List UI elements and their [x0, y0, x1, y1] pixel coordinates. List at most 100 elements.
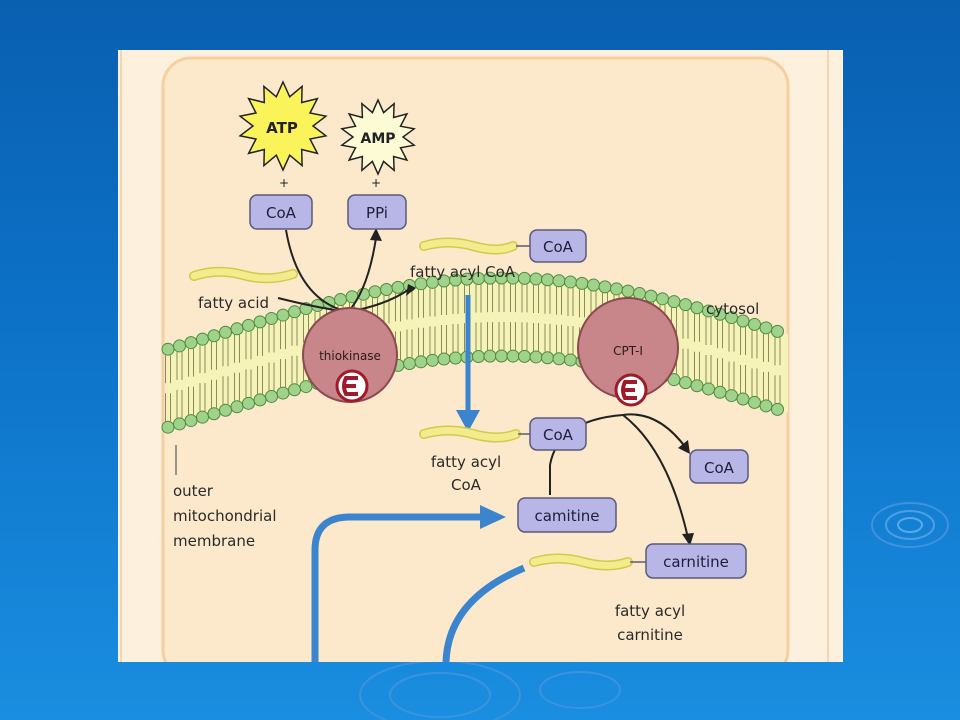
lipid-head	[253, 393, 267, 407]
lipid-head	[253, 315, 267, 329]
atp-label: ATP	[266, 119, 298, 137]
lipid-head	[449, 351, 462, 365]
lipid-head	[736, 392, 750, 406]
lipid-head	[219, 325, 232, 339]
lipid-head	[288, 383, 301, 397]
lipid-head	[184, 336, 198, 350]
lipid-head	[748, 395, 761, 409]
ripple-decoration-right	[871, 502, 949, 548]
lipid-head	[518, 349, 531, 363]
blue-arrow-carnitine-in-head	[480, 505, 506, 529]
cytosol-label: cytosol	[706, 300, 759, 318]
blue-arrow-carnitine-in	[311, 513, 483, 662]
diagram-frame: ATP AMP + + CoA PPi fatty acid CoA fatty…	[118, 50, 843, 662]
amp-label: AMP	[360, 131, 395, 147]
fatty-acyl-carnitine-label-1: fatty acyl	[615, 602, 685, 620]
coa-released-label: CoA	[704, 459, 735, 477]
lipid-head	[529, 350, 543, 364]
fatty-acyl-carnitine-label-2: carnitine	[617, 626, 683, 644]
lipid-head	[759, 399, 773, 413]
lipid-head	[644, 289, 658, 303]
lipid-head	[529, 272, 543, 286]
coa-box-released: CoA	[689, 449, 749, 484]
coa-box-mid: CoA	[529, 417, 587, 451]
lipid-head	[552, 274, 566, 288]
cpt1-enzyme: CPT-I	[577, 297, 679, 407]
outer-membrane-label-1: outer	[173, 482, 214, 500]
lipid-head	[380, 282, 393, 296]
cpt1-to-coa-arrow	[622, 413, 687, 449]
lipid-head	[265, 389, 278, 403]
lipid-head	[748, 317, 761, 331]
plus-sign-atp: +	[279, 176, 289, 190]
lipid-head	[299, 380, 313, 394]
lipid-head	[161, 420, 175, 434]
lipid-head	[230, 400, 244, 414]
lipid-head	[575, 276, 589, 290]
lipid-head	[368, 285, 382, 299]
lipid-head	[437, 352, 451, 366]
lipid-head	[621, 284, 635, 298]
lipid-head	[276, 308, 290, 322]
blue-arrow-down-head	[456, 410, 480, 432]
lipid-head	[219, 403, 232, 417]
lipid-head	[690, 379, 704, 393]
lipid-head	[184, 414, 198, 428]
lipid-head	[518, 271, 531, 285]
blue-transport-arrows	[311, 295, 526, 662]
lipid-head	[265, 311, 278, 325]
lipid-head	[288, 305, 301, 319]
lipid-head	[161, 342, 175, 356]
lipid-head	[771, 324, 784, 338]
lipid-head	[713, 385, 727, 399]
lipid-head	[334, 293, 347, 307]
lipid-head	[207, 329, 221, 343]
fatty-acyl-coa-mid-label-2: CoA	[451, 476, 482, 494]
lipid-head	[656, 292, 669, 306]
lipid-head	[391, 280, 405, 294]
lipid-head	[564, 353, 577, 367]
lipid-head	[771, 402, 784, 416]
carnitine-box-in: camitine	[517, 497, 617, 533]
lipid-head	[506, 349, 520, 363]
amp-starburst: AMP	[340, 98, 416, 176]
carnitine-out-label: carnitine	[663, 553, 729, 571]
coa-box-right-top: CoA	[529, 229, 587, 263]
lipid-head	[196, 332, 209, 346]
lipid-head	[667, 295, 681, 309]
fatty-acyl-coa-top-label: fatty acyl CoA	[410, 263, 516, 281]
lipid-head	[403, 357, 416, 371]
plus-sign-amp: +	[371, 176, 381, 190]
thiokinase-label: thiokinase	[319, 349, 381, 363]
outer-membrane-label-3: membrane	[173, 532, 255, 550]
lipid-head	[552, 352, 566, 366]
thiokinase-enzyme: thiokinase	[302, 307, 398, 403]
coa-right-top-label: CoA	[543, 238, 574, 256]
lipid-head	[207, 407, 221, 421]
fatty-acid-label: fatty acid	[198, 294, 269, 312]
lipid-head	[276, 386, 290, 400]
coa-box-top: CoA	[249, 194, 313, 230]
lipid-head	[196, 410, 209, 424]
lipid-head	[495, 349, 508, 363]
enzyme-symbol-icon	[614, 373, 648, 407]
coa-mid-label: CoA	[543, 426, 574, 444]
lipid-head	[564, 275, 577, 289]
cpt1-to-carnitine-arrow	[622, 414, 689, 539]
lipid-head	[414, 355, 428, 369]
lipid-head	[541, 273, 554, 287]
lipid-head	[173, 417, 186, 431]
carnitine-box-out: carnitine	[645, 543, 747, 579]
outer-membrane-label-2: mitochondrial	[173, 507, 277, 525]
lipid-head	[587, 278, 600, 292]
lipid-head	[426, 353, 439, 367]
lipid-head	[483, 349, 497, 363]
fatty-acyl-coa-mid-label-1: fatty acyl	[431, 453, 501, 471]
lipid-head	[759, 321, 773, 335]
lipid-head	[541, 351, 554, 365]
lipid-head	[598, 280, 612, 294]
lipid-head	[702, 382, 715, 396]
blue-arrow-acylcarnitine-out	[442, 564, 526, 662]
lipid-head	[230, 322, 244, 336]
arrowheads	[370, 228, 694, 546]
